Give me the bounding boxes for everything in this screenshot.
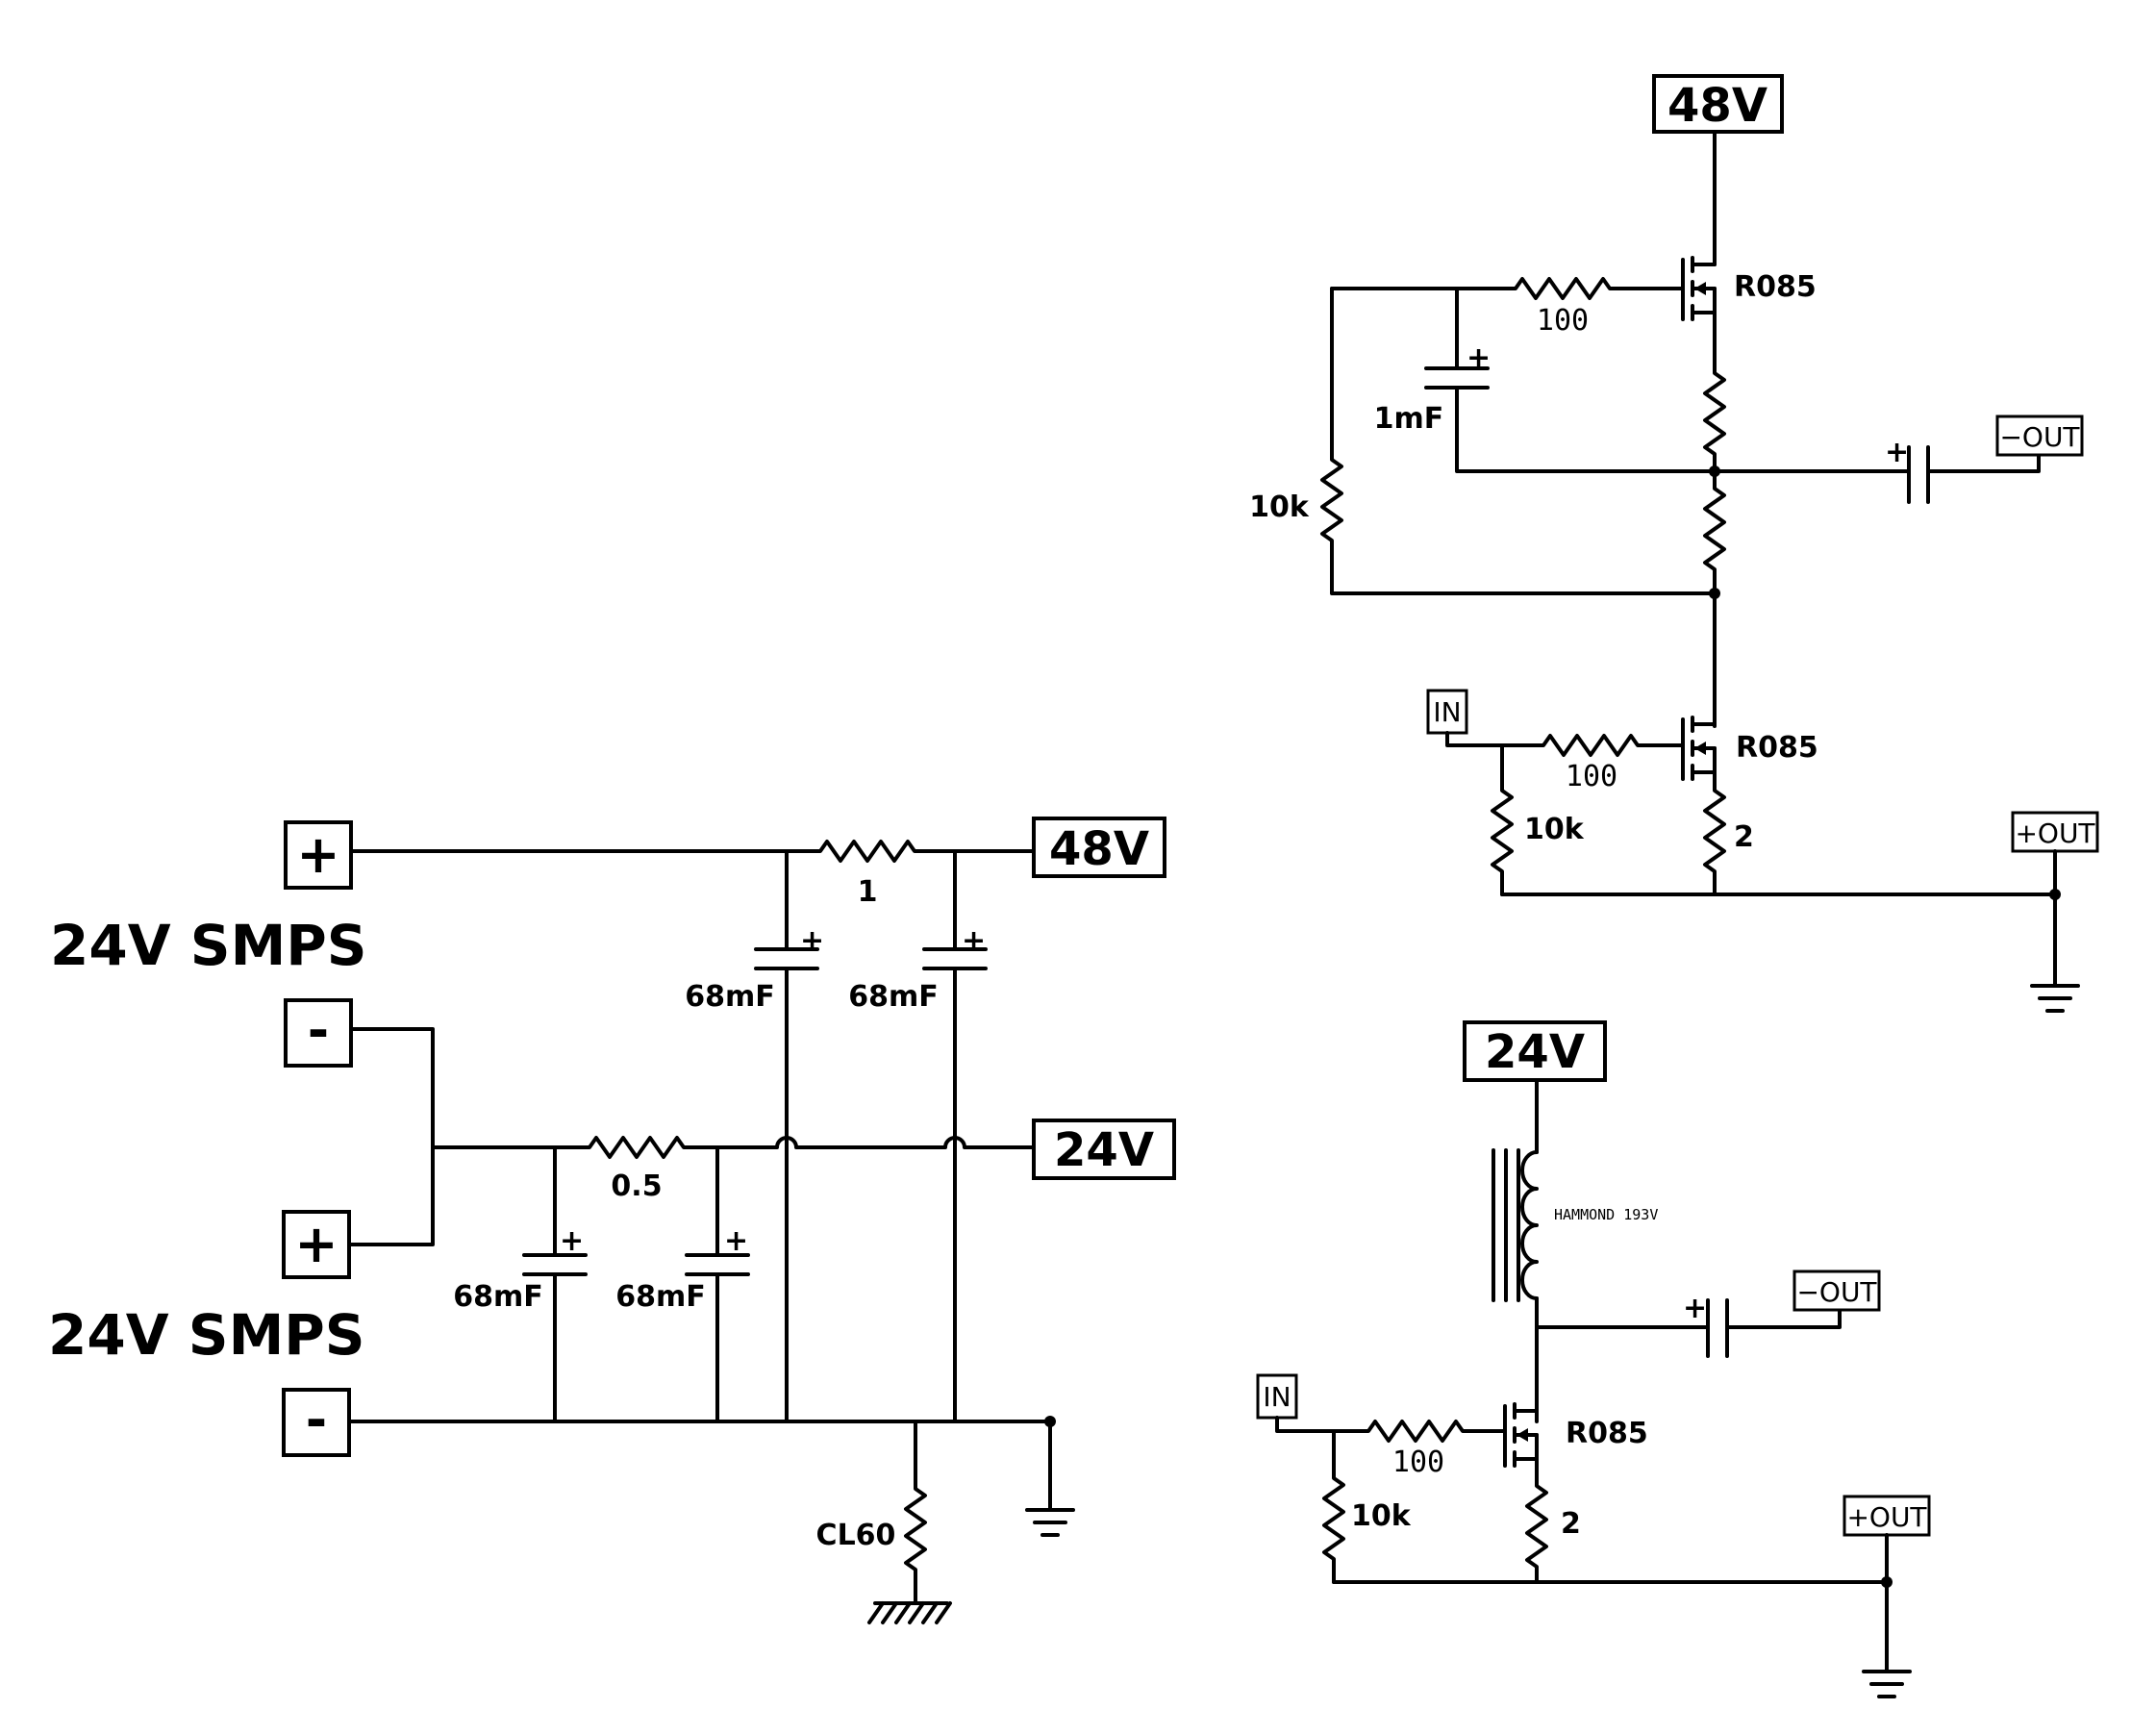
smps-bottom-label: 24V SMPS: [48, 1302, 365, 1368]
capacitor-value: 68mF: [848, 980, 939, 1014]
ground-icon: [1862, 1533, 1912, 1698]
mosfet-24v: R085: [1503, 1402, 1648, 1468]
thermistor-label: CL60: [816, 1519, 896, 1552]
input-bias-resistor-24v: 10k: [1322, 1429, 1412, 1584]
mosfet-label: R085: [1734, 270, 1817, 304]
svg-text:10k: 10k: [1351, 1499, 1412, 1533]
svg-text:2: 2: [1561, 1507, 1581, 1541]
svg-text:−OUT: −OUT: [1999, 421, 2080, 453]
mosfet-label: R085: [1566, 1417, 1648, 1450]
stage-24v-section: 24V HAMMOND 193V + −OUT R085: [1256, 1020, 1931, 1698]
svg-text:10k: 10k: [1249, 490, 1310, 524]
bootstrap-capacitor: + 1mF: [1374, 287, 1717, 473]
pos-out-terminal-48v: +OUT: [2011, 811, 2099, 853]
svg-text:100: 100: [1566, 760, 1617, 793]
svg-text:100: 100: [1537, 304, 1589, 338]
input-bias-resistor-48v: 10k: [1491, 743, 1585, 896]
svg-text:10k: 10k: [1524, 813, 1585, 846]
stage-48v-supply-box: 48V: [1652, 74, 1784, 134]
svg-text:48V: 48V: [1667, 79, 1767, 133]
capacitor-value: 68mF: [685, 980, 775, 1014]
power-supply-section: 24V SMPS 24V SMPS + - + - 1 48V: [48, 817, 1176, 1624]
ground-symbol: [1025, 1420, 1075, 1537]
plus-sign: +: [294, 1214, 338, 1274]
rail-24v-label: 24V: [1054, 1123, 1154, 1177]
load-resistor-lower: [1703, 469, 1726, 595]
smps-series-link: [347, 1027, 435, 1246]
output-cap-24v: +: [1535, 1292, 1842, 1358]
minus-sign: -: [306, 1390, 327, 1450]
smps-top-plus-terminal: +: [284, 820, 353, 890]
input-terminal-48v: IN: [1426, 689, 1468, 735]
smps-top-minus-terminal: -: [284, 998, 353, 1068]
rail-48v-terminal: 48V: [1032, 817, 1166, 878]
capacitor-value: 68mF: [615, 1280, 706, 1314]
smps-top-label: 24V SMPS: [50, 913, 367, 978]
stage-48v-section: 48V R085 100 + 1mF 10k: [1249, 74, 2099, 1013]
mosfet-bottom: R085: [1681, 716, 1818, 781]
smps-bottom-plus-terminal: +: [282, 1210, 351, 1279]
neg-out-terminal-48v: −OUT: [1995, 415, 2084, 457]
chassis-ground-icon: [867, 1601, 952, 1624]
svg-text:+: +: [1885, 436, 1909, 469]
svg-text:+: +: [962, 924, 986, 958]
svg-text:+OUT: +OUT: [2015, 817, 2095, 849]
feedback-resistor: 10k: [1249, 287, 1717, 595]
plus-sign: +: [296, 824, 339, 885]
input-terminal-24v: IN: [1256, 1373, 1298, 1420]
rail-48v-label: 48V: [1049, 822, 1149, 876]
smps-bottom-minus-terminal: -: [282, 1388, 351, 1457]
svg-text:1mF: 1mF: [1374, 402, 1444, 436]
capacitor-value: 68mF: [453, 1280, 543, 1314]
rail-24v-wire: 0.5: [431, 1136, 1036, 1203]
source-resistor-24v: 2: [1525, 1457, 1581, 1584]
gate-resistor-bottom: 100: [1445, 731, 1685, 793]
transformer-winding: HAMMOND 193V: [1492, 1078, 1658, 1302]
svg-text:24V: 24V: [1485, 1025, 1585, 1079]
svg-text:IN: IN: [1433, 696, 1461, 728]
svg-text:+: +: [1467, 341, 1491, 375]
neg-out-terminal-24v: −OUT: [1792, 1270, 1881, 1312]
rail-24v-terminal: 24V: [1032, 1119, 1176, 1180]
capacitor-24v-b: + 68mF: [615, 1145, 750, 1423]
load-resistor-upper: [1703, 311, 1726, 473]
svg-text:+: +: [560, 1224, 584, 1258]
svg-text:2: 2: [1734, 820, 1754, 854]
svg-text:+: +: [800, 924, 824, 958]
svg-text:+OUT: +OUT: [1846, 1501, 1927, 1533]
minus-sign: -: [308, 1000, 329, 1061]
svg-text:IN: IN: [1263, 1381, 1291, 1413]
svg-text:−OUT: −OUT: [1796, 1276, 1877, 1308]
output-cap-48v: +: [1713, 436, 2041, 504]
mosfet-top: R085: [1681, 256, 1817, 321]
resistor-value-0-5: 0.5: [611, 1169, 662, 1203]
svg-text:+: +: [1683, 1292, 1707, 1325]
gate-resistor-24v: 100: [1275, 1416, 1507, 1479]
svg-text:+: +: [724, 1224, 748, 1258]
ground-icon: [2030, 849, 2080, 1013]
svg-text:100: 100: [1392, 1446, 1444, 1479]
mosfet-label: R085: [1736, 731, 1818, 765]
transformer-label: HAMMOND 193V: [1554, 1206, 1658, 1223]
resistor-value-1: 1: [858, 875, 878, 909]
capacitor-48v-b: + 68mF: [848, 849, 988, 1423]
gate-resistor-top: 100: [1330, 277, 1685, 338]
capacitor-48v-a: + 68mF: [685, 849, 824, 1423]
capacitor-24v-a: + 68mF: [453, 1145, 588, 1423]
source-resistor-48v: 2: [1703, 770, 1754, 896]
rail-48v-wire: 1: [349, 840, 1036, 909]
stage-24v-supply-box: 24V: [1463, 1020, 1607, 1082]
pos-out-terminal-24v: +OUT: [1843, 1495, 1931, 1537]
cl60-thermistor: CL60: [816, 1420, 927, 1605]
